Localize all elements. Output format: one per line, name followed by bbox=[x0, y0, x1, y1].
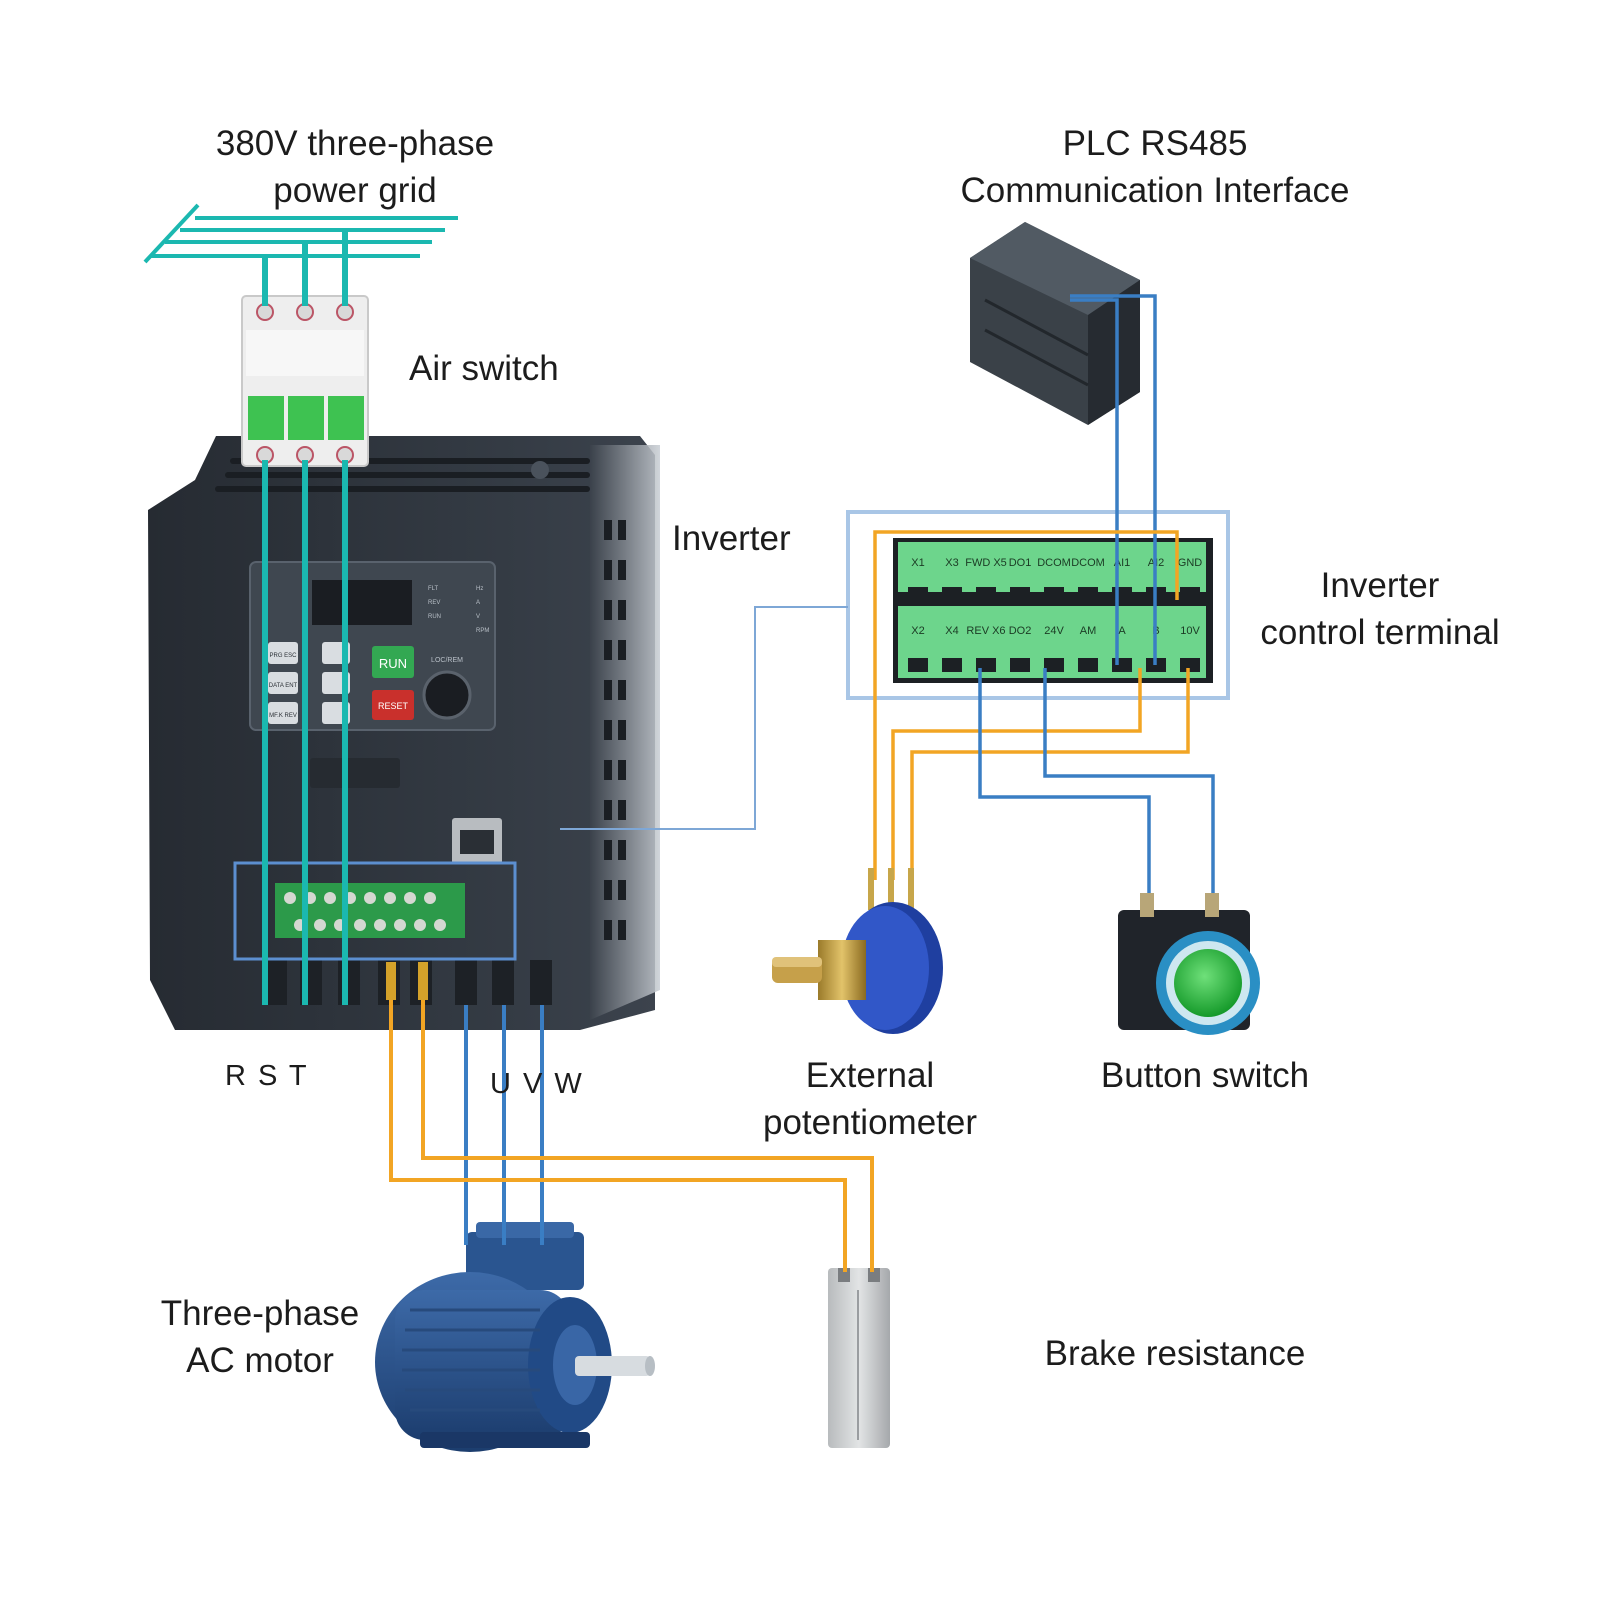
terminal-top-label: X1 bbox=[911, 557, 924, 569]
terminal-bottom-label: REV X6 bbox=[966, 625, 1005, 637]
terminal-top-label: FWD X5 bbox=[965, 557, 1007, 569]
button-wires bbox=[978, 668, 1215, 905]
terminal-bottom-label: 10V bbox=[1180, 625, 1200, 637]
led-label-flt: FLT bbox=[428, 586, 439, 592]
rs485-wires bbox=[1070, 294, 1157, 665]
button-switch-label-text: Button switch bbox=[1100, 1056, 1310, 1095]
reset-key-label: RESET bbox=[378, 701, 409, 711]
button-switch-label: Button switch bbox=[1055, 1052, 1355, 1099]
run-key-label: RUN bbox=[379, 656, 407, 671]
rst-label-text: R S T bbox=[225, 1060, 309, 1092]
potentiometer-icon bbox=[772, 868, 943, 1034]
terminal-bottom-label: DO2 bbox=[1009, 625, 1032, 637]
uvw-label-text: U V W bbox=[490, 1068, 584, 1100]
terminal-top-label: GND bbox=[1178, 557, 1203, 569]
inverter-label: Inverter bbox=[672, 515, 791, 562]
power-terminal-frame bbox=[233, 861, 517, 961]
terminal-bottom-label: A bbox=[1118, 625, 1126, 637]
plc-label-line1: PLC RS485 bbox=[1062, 124, 1248, 163]
motor-label-line2: AC motor bbox=[186, 1341, 334, 1380]
potentiometer-label: External potentiometer bbox=[740, 1052, 1000, 1146]
potentiometer-label-line2: potentiometer bbox=[762, 1103, 978, 1142]
terminal-top-label: DCOM bbox=[1071, 557, 1105, 569]
air-switch-label-text: Air switch bbox=[409, 349, 559, 388]
terminal-bottom-label: X4 bbox=[945, 625, 958, 637]
power-grid-label-line2: power grid bbox=[273, 171, 437, 210]
inverter-label-text: Inverter bbox=[672, 519, 791, 558]
button-switch-icon bbox=[1118, 893, 1260, 1035]
led-label-a: A bbox=[476, 600, 480, 606]
key-label-data: DATA ENT bbox=[269, 683, 298, 689]
terminal-bottom-label: X2 bbox=[911, 625, 924, 637]
terminal-top-label: DO1 bbox=[1009, 557, 1032, 569]
key-label-mfk: MF.K REV bbox=[269, 713, 297, 719]
plc-label: PLC RS485 Communication Interface bbox=[945, 120, 1365, 214]
led-label-rev: REV bbox=[428, 600, 440, 606]
motor-label: Three-phase AC motor bbox=[130, 1290, 390, 1384]
power-grid-label: 380V three-phase power grid bbox=[165, 120, 545, 214]
power-grid-label-line1: 380V three-phase bbox=[215, 124, 495, 163]
led-label-run: RUN bbox=[428, 614, 441, 620]
terminal-top-label: X3 bbox=[945, 557, 958, 569]
plc-label-line2: Communication Interface bbox=[960, 171, 1350, 210]
potentiometer-label-line1: External bbox=[805, 1056, 935, 1095]
led-label-rpm: RPM bbox=[476, 628, 489, 634]
rst-label: R S T bbox=[225, 1060, 309, 1092]
power-wires bbox=[262, 230, 348, 1005]
uvw-label: U V W bbox=[490, 1068, 584, 1100]
brake-wires bbox=[389, 1000, 874, 1272]
led-label-hz: Hz bbox=[476, 586, 483, 592]
inverter-connector-line bbox=[560, 606, 848, 830]
power-grid-icon bbox=[143, 203, 458, 264]
control-terminal-label-line1: Inverter bbox=[1320, 566, 1440, 605]
air-switch-label: Air switch bbox=[409, 345, 559, 392]
motor-icon bbox=[375, 1222, 655, 1452]
control-terminal-label: Inverter control terminal bbox=[1235, 562, 1525, 656]
loc-rem-label: LOC/REM bbox=[431, 657, 463, 664]
terminal-bottom-label: 24V bbox=[1044, 625, 1064, 637]
plc-icon bbox=[970, 222, 1140, 425]
key-label-prg: PRG ESC bbox=[269, 653, 297, 659]
motor-label-line1: Three-phase bbox=[160, 1294, 360, 1333]
control-terminal-label-line2: control terminal bbox=[1260, 613, 1500, 652]
terminal-bottom-label: AM bbox=[1080, 625, 1097, 637]
control-terminal-frame bbox=[846, 510, 1230, 700]
brake-label: Brake resistance bbox=[1010, 1330, 1340, 1377]
potentiometer-wires bbox=[873, 530, 1190, 880]
brake-resistor-icon bbox=[828, 1268, 890, 1448]
led-label-v: V bbox=[476, 614, 480, 620]
motor-wires bbox=[464, 1005, 544, 1245]
terminal-top-label: DCOM bbox=[1037, 557, 1071, 569]
inverter-icon bbox=[148, 436, 660, 1030]
brake-label-text: Brake resistance bbox=[1044, 1334, 1306, 1373]
